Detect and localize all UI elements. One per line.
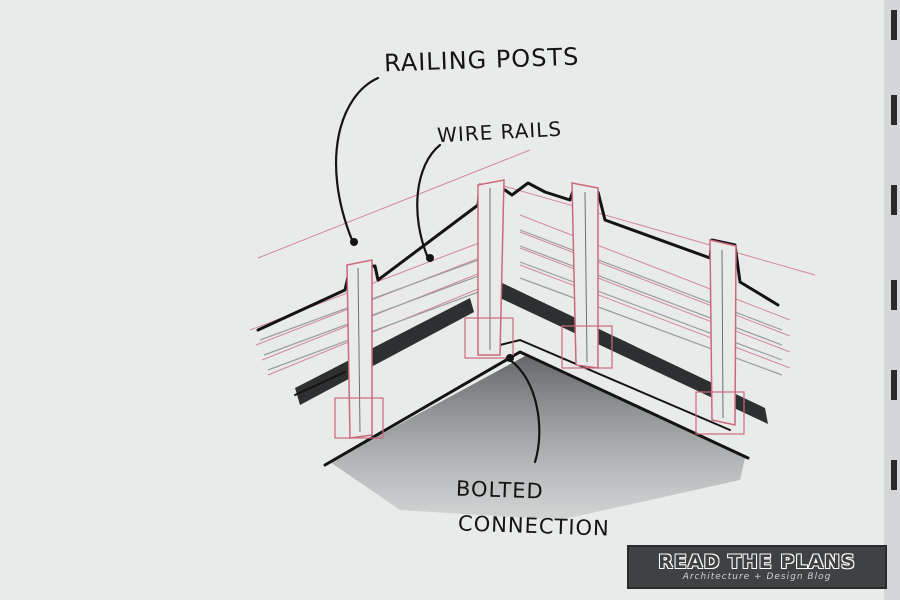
leader-lines <box>334 76 541 464</box>
bolted-label: BOLTED <box>455 476 545 504</box>
leader-dot-posts <box>350 238 358 246</box>
binder-edge <box>884 0 900 600</box>
railing-post-4 <box>695 239 745 435</box>
logo-title: READ THE PLANS <box>658 550 856 573</box>
watermark-logo: READ THE PLANS Architecture + Design Blo… <box>627 545 887 589</box>
deck-edge-upper <box>294 338 731 431</box>
wire-rails <box>259 229 783 376</box>
leader-dot-wire <box>426 254 434 262</box>
deck-shading <box>330 356 745 520</box>
leader-dot-bolt <box>506 354 514 362</box>
deck-edge <box>323 350 750 467</box>
bottom-rail-left <box>295 298 474 405</box>
railing-post-2 <box>464 179 514 359</box>
logo-subtitle: Architecture + Design Blog <box>682 571 832 582</box>
top-rail <box>256 181 780 332</box>
construction-lines <box>249 149 816 376</box>
railing-post-3 <box>561 182 613 369</box>
railing-post-1 <box>334 259 384 439</box>
bottom-rail-right <box>500 282 768 424</box>
